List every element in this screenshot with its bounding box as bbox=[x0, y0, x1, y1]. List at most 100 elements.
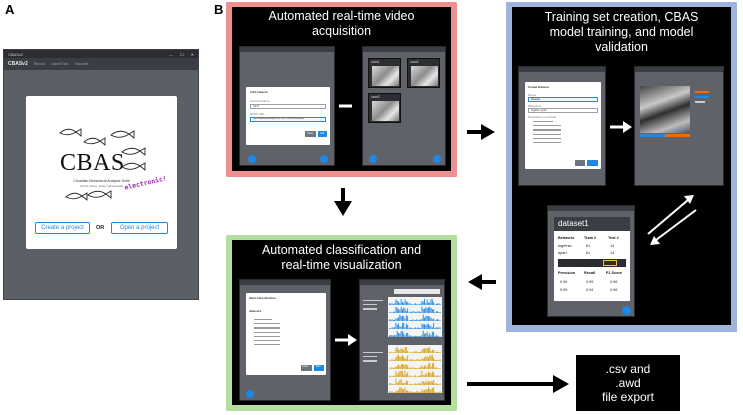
add-camera-button[interactable]: Add bbox=[318, 131, 327, 137]
train-button[interactable] bbox=[603, 260, 617, 266]
actogram-bar bbox=[420, 383, 422, 385]
actogram-bar bbox=[420, 391, 422, 393]
create-dataset-screenshot: Create Dataset Name dataset1 Behaviors t… bbox=[518, 66, 606, 186]
actogram-bar bbox=[395, 335, 397, 337]
add-camera-title: Add Camera bbox=[250, 90, 268, 94]
camera-tile-1[interactable]: cam1 bbox=[368, 58, 401, 88]
flow-arrow-stage1-to-stage2 bbox=[467, 124, 495, 140]
actogram-bar bbox=[394, 352, 396, 353]
actogram-bar bbox=[405, 332, 407, 337]
settings-fab[interactable] bbox=[248, 155, 256, 163]
actogram-bar bbox=[392, 335, 394, 337]
actogram-bar bbox=[394, 392, 396, 393]
create-project-button[interactable]: Create a project bbox=[35, 222, 90, 234]
stage-video-acquisition: Automated real-time video acquisition Ad… bbox=[226, 2, 457, 177]
behaviors-label: Behaviors bbox=[528, 104, 542, 108]
actogram-bar bbox=[403, 333, 405, 337]
actogram-bar bbox=[425, 307, 427, 313]
dataset-close-button[interactable] bbox=[575, 160, 585, 166]
actogram-bar bbox=[395, 299, 397, 305]
actogram-bar bbox=[389, 375, 390, 377]
actogram-bar bbox=[402, 383, 403, 385]
close-icon[interactable]: ✕ bbox=[190, 51, 194, 57]
actogram-bar bbox=[404, 382, 406, 385]
actogram-bar bbox=[407, 372, 409, 377]
nav-link-record[interactable]: Record bbox=[33, 62, 46, 66]
add-fab-3[interactable] bbox=[622, 306, 631, 315]
actogram-bar bbox=[420, 367, 422, 369]
actogram-bar bbox=[439, 359, 441, 361]
actogram-bar bbox=[399, 309, 401, 313]
start-classification-title: Start Classification bbox=[249, 296, 277, 300]
camera-name-field[interactable]: cam7 bbox=[250, 104, 326, 109]
nav-link-visualize[interactable]: Visualize bbox=[74, 62, 89, 66]
arrow-right-icon-3 bbox=[335, 334, 357, 346]
actogram-bar bbox=[429, 347, 431, 353]
dataset-create-button[interactable] bbox=[587, 160, 598, 166]
file-export-box: .csv and .awd file export bbox=[576, 355, 680, 411]
actogram-bar bbox=[426, 382, 428, 385]
actogram-bar bbox=[418, 360, 420, 361]
classification-fab[interactable] bbox=[246, 390, 254, 398]
behaviors-field[interactable]: together; apart bbox=[528, 108, 598, 113]
actogram-bar bbox=[431, 381, 433, 385]
actogram-bar bbox=[390, 376, 392, 377]
actogram-bar bbox=[438, 359, 440, 361]
actogram-bar bbox=[420, 303, 422, 305]
actogram-bar bbox=[405, 364, 407, 369]
m1-f1: 0.96 bbox=[610, 280, 618, 284]
actogram-bar bbox=[408, 367, 410, 369]
settings-fab-2[interactable] bbox=[369, 155, 377, 163]
actogram-bar bbox=[417, 336, 419, 337]
add-fab-2[interactable] bbox=[433, 155, 441, 163]
actogram-bar bbox=[395, 306, 397, 313]
classification-start-button[interactable]: Start bbox=[314, 365, 324, 371]
export-line2: .awd bbox=[615, 375, 641, 390]
actogram-bar bbox=[434, 320, 436, 321]
actogram-bar bbox=[408, 375, 410, 377]
stage-classification: Automated classification and real-time v… bbox=[226, 235, 457, 411]
actogram-bar bbox=[404, 327, 406, 329]
actogram-bar bbox=[422, 367, 424, 369]
actogram-bar bbox=[416, 328, 418, 329]
actogram-bar bbox=[416, 319, 418, 321]
minimize-icon[interactable]: — bbox=[169, 51, 174, 57]
dataset-name-field[interactable]: dataset1 bbox=[528, 97, 598, 102]
actogram-bar bbox=[405, 315, 407, 321]
close-dialog-button[interactable]: Close bbox=[305, 131, 316, 137]
nav-link-label-train[interactable]: Label/Train bbox=[51, 62, 69, 66]
actogram-bar bbox=[402, 371, 403, 377]
col-test: Test # bbox=[608, 236, 619, 240]
actogram-toolbar bbox=[394, 289, 440, 294]
flow-arrow-stage2-to-stage3 bbox=[468, 274, 496, 290]
rtsp-url-field[interactable]: rtsp://admin:password@192.168.1.184:8554… bbox=[250, 117, 326, 122]
actogram-bar bbox=[407, 301, 409, 305]
actogram-bar bbox=[434, 327, 436, 329]
open-project-button[interactable]: Open a project bbox=[111, 222, 168, 234]
window-titlebar: CBASv2 — ☐ ✕ bbox=[4, 50, 198, 58]
actogram-bar bbox=[389, 335, 390, 337]
classification-close-button[interactable]: Close bbox=[301, 365, 312, 371]
row2-train: 61 bbox=[586, 251, 591, 255]
add-fab[interactable] bbox=[320, 155, 328, 163]
classification-dataset-label: dataset1 bbox=[249, 309, 262, 313]
actogram-bar bbox=[407, 316, 409, 321]
actogram-bar bbox=[412, 328, 414, 329]
actogram-bar bbox=[437, 360, 439, 361]
cbas-logo-credits: Perrett, Dixon, Foley, Lab Hamada bbox=[80, 184, 123, 188]
actogram-bar bbox=[392, 376, 394, 377]
actogram-bar bbox=[402, 363, 403, 369]
export-line1: .csv and bbox=[605, 361, 651, 376]
actogram-bar bbox=[409, 335, 411, 337]
actogram-bar bbox=[394, 367, 396, 369]
app-brand[interactable]: CBASv2 bbox=[8, 61, 28, 67]
actogram-bar bbox=[404, 387, 406, 393]
camera-tile-2[interactable]: cam2 bbox=[407, 58, 440, 88]
camera-tile-3[interactable]: cam3 bbox=[368, 93, 401, 123]
actogram-bar bbox=[429, 325, 431, 329]
actogram-bar bbox=[429, 372, 431, 377]
maximize-icon[interactable]: ☐ bbox=[180, 51, 184, 57]
actogram-bar bbox=[413, 384, 415, 385]
window-title: CBASv2 bbox=[8, 51, 24, 57]
actogram-bar bbox=[409, 327, 411, 329]
